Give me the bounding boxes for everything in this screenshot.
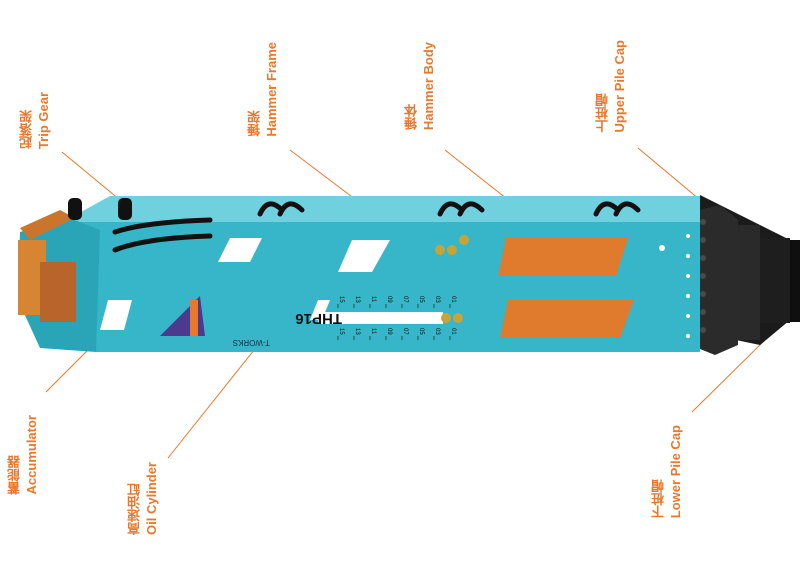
scale-tick-label: 07 bbox=[402, 296, 408, 303]
label-upper-pile-cap-zh: 上桩帽 bbox=[595, 93, 610, 133]
scale-tick-label: 15 bbox=[338, 296, 344, 303]
scale-top-ticks: 15 13 11 09 07 05 03 01 bbox=[337, 296, 456, 308]
scale-tick-label: 01 bbox=[450, 296, 456, 303]
scale-tick-label: 11 bbox=[370, 296, 376, 303]
label-lower-pile-cap-en: Lower Pile Cap bbox=[668, 425, 683, 519]
label-upper-pile-cap: 上桩帽 Upper Pile Cap bbox=[595, 40, 627, 133]
valve-blocks bbox=[435, 235, 469, 323]
scale-tick-label: 13 bbox=[354, 296, 360, 303]
label-oil-cylinder-zh: 高速油缸 bbox=[127, 482, 142, 535]
label-lower-pile-cap: 下桩帽 Lower Pile Cap bbox=[651, 425, 683, 519]
label-trip-gear-zh: 起落架 bbox=[19, 110, 34, 150]
leader-lower-pile-cap bbox=[691, 339, 766, 413]
label-trip-gear-en: Trip Gear bbox=[36, 92, 51, 150]
scale-tick-label: 03 bbox=[434, 328, 440, 335]
label-lower-pile-cap-zh: 下桩帽 bbox=[651, 479, 666, 519]
label-accumulator-zh: 蓄能器 bbox=[7, 455, 22, 495]
scale-tick-label: 15 bbox=[338, 328, 344, 335]
top-hoses bbox=[112, 201, 641, 253]
scale-tick-label: 11 bbox=[370, 328, 376, 335]
scale-window bbox=[318, 312, 443, 324]
scale-tick-label: 05 bbox=[418, 328, 424, 335]
leader-lines bbox=[45, 147, 766, 459]
label-upper-pile-cap-en: Upper Pile Cap bbox=[612, 40, 627, 133]
logo-text: T-WORKS bbox=[233, 338, 270, 347]
scale-bottom-ticks: 15 13 11 09 07 05 03 01 bbox=[337, 328, 456, 340]
label-hammer-frame: 锤架 Hammer Frame bbox=[247, 42, 279, 137]
scale-tick-label: 09 bbox=[386, 296, 392, 303]
label-hammer-body: 锤体 Hammer Body bbox=[404, 42, 436, 131]
body-bolts bbox=[659, 234, 690, 338]
label-accumulator-en: Accumulator bbox=[24, 415, 39, 495]
logo-block bbox=[160, 296, 205, 336]
model-text: THP16 bbox=[295, 310, 342, 327]
scale-tick-label: 03 bbox=[434, 296, 440, 303]
label-hammer-frame-zh: 锤架 bbox=[247, 110, 262, 137]
label-hammer-body-zh: 锤体 bbox=[404, 104, 419, 131]
hammer-body-plates bbox=[498, 238, 634, 338]
label-oil-cylinder: 高速油缸 Oil Cylinder bbox=[127, 462, 159, 535]
label-accumulator: 蓄能器 Accumulator bbox=[7, 415, 39, 495]
label-hammer-body-en: Hammer Body bbox=[421, 42, 436, 131]
trip-gear-shape bbox=[18, 198, 132, 322]
scale-tick-label: 09 bbox=[386, 328, 392, 335]
leader-trip-gear bbox=[61, 151, 121, 201]
scale-tick-label: 07 bbox=[402, 328, 408, 335]
frame-cutouts bbox=[100, 238, 390, 330]
scale-tick-label: 01 bbox=[450, 328, 456, 335]
scale-tick-label: 13 bbox=[354, 328, 360, 335]
label-oil-cylinder-en: Oil Cylinder bbox=[144, 462, 159, 535]
body-top-face bbox=[70, 196, 700, 230]
scale-tick-label: 05 bbox=[418, 296, 424, 303]
label-hammer-frame-en: Hammer Frame bbox=[264, 42, 279, 137]
label-trip-gear: 起落架 Trip Gear bbox=[19, 92, 51, 150]
lower-pile-cap-shape bbox=[700, 195, 800, 345]
upper-pile-cap-shape bbox=[690, 205, 738, 355]
